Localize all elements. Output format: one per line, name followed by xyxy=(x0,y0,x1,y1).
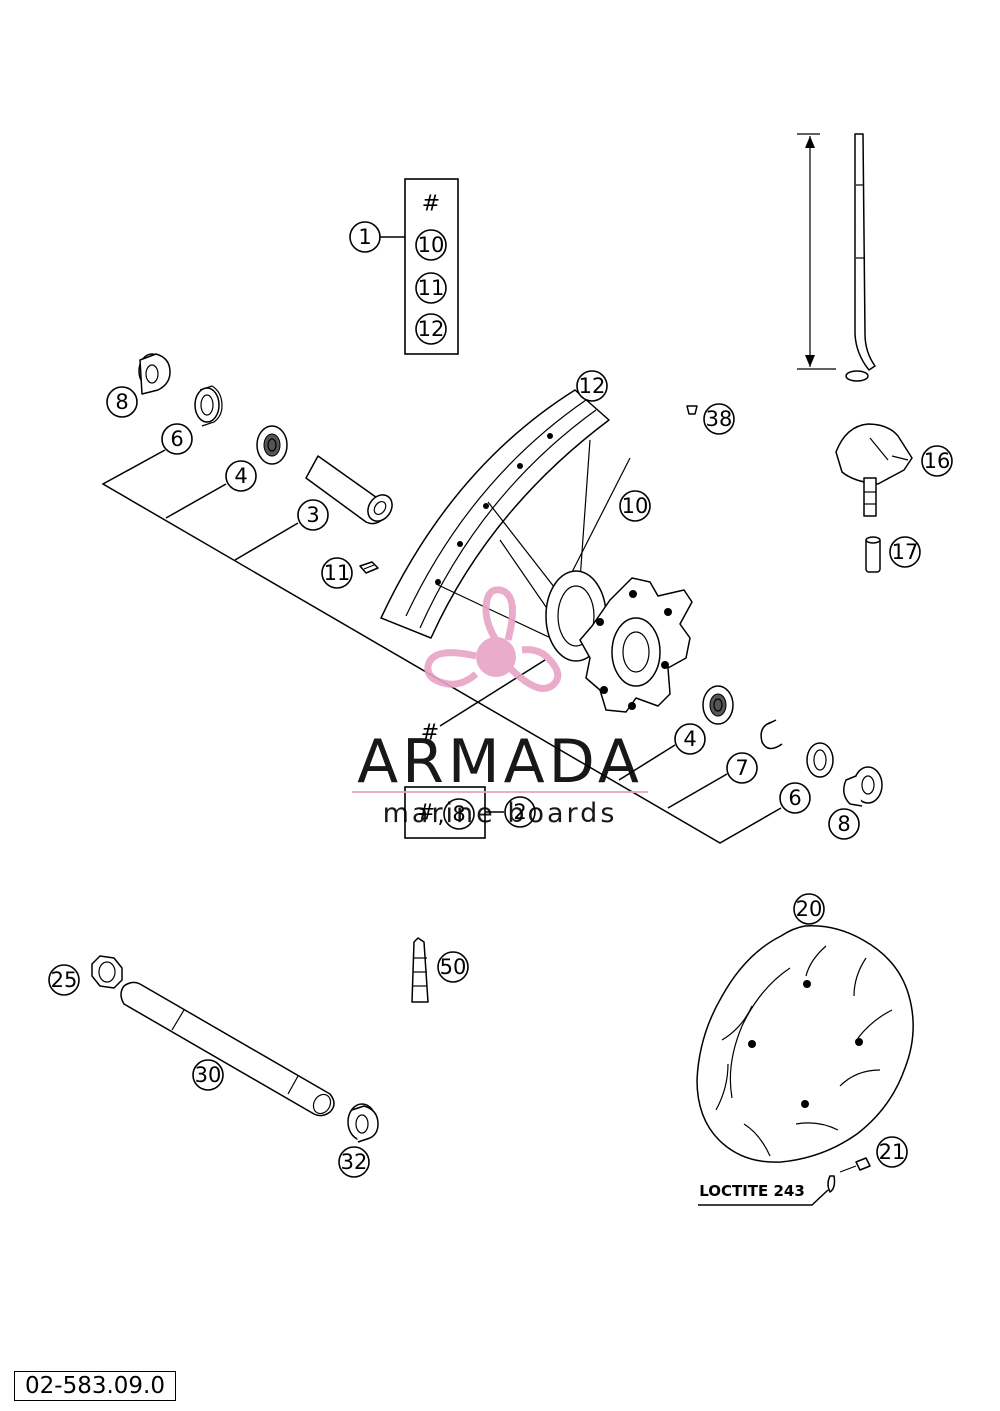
svg-text:16: 16 xyxy=(924,449,951,473)
svg-text:,: , xyxy=(438,804,445,829)
svg-text:11: 11 xyxy=(324,561,351,585)
kit-box-symbol: # xyxy=(422,192,440,217)
svg-text:2: 2 xyxy=(513,800,526,824)
watermark-brand: ARMADA xyxy=(357,727,643,797)
assembly-box-item: 8 xyxy=(452,802,465,826)
callout-32: 32 xyxy=(338,1146,370,1178)
callout-8-left: 8 xyxy=(106,386,138,418)
callout-30: 30 xyxy=(192,1059,224,1091)
svg-text:6: 6 xyxy=(170,427,183,451)
callout-4-left: 4 xyxy=(225,460,257,492)
callout-11: 11 xyxy=(321,557,353,589)
seal-cap-right xyxy=(843,766,883,807)
callout-2: 2 xyxy=(504,796,536,828)
callout-3: 3 xyxy=(297,499,329,531)
callout-20: 20 xyxy=(793,893,825,925)
svg-text:1: 1 xyxy=(358,225,371,249)
callout-6-right: 6 xyxy=(779,782,811,814)
svg-text:50: 50 xyxy=(440,955,467,979)
svg-text:7: 7 xyxy=(735,756,748,780)
kit-box-item-10: 10 xyxy=(418,233,445,257)
valve-insert xyxy=(865,536,881,573)
spoke xyxy=(797,133,876,382)
svg-text:38: 38 xyxy=(706,407,733,431)
svg-text:12: 12 xyxy=(579,374,606,398)
kit-box: # 10 11 12 xyxy=(404,178,459,355)
spoke-nipple xyxy=(359,561,379,574)
callout-7: 7 xyxy=(726,752,758,784)
svg-text:8: 8 xyxy=(115,390,128,414)
bearing-right xyxy=(702,685,734,725)
axle xyxy=(120,981,335,1117)
circlip xyxy=(760,719,783,750)
svg-text:25: 25 xyxy=(51,968,78,992)
seal-cap-left xyxy=(138,353,171,395)
wheel-hub xyxy=(545,570,693,713)
callout-21: 21 xyxy=(876,1136,908,1168)
callout-4-right: 4 xyxy=(674,723,706,755)
svg-text:20: 20 xyxy=(796,897,823,921)
disc-screw xyxy=(827,1157,871,1193)
plug xyxy=(686,405,698,415)
loctite-label: LOCTITE 243 xyxy=(699,1182,805,1200)
axle-spacer xyxy=(347,1103,379,1143)
axis-hash-symbol: # xyxy=(421,721,439,746)
watermark-logo: ARMADA marine boards xyxy=(352,586,648,829)
spacer-tube xyxy=(305,455,393,525)
watermark-tagline: marine boards xyxy=(383,798,618,829)
kit-box-item-11: 11 xyxy=(418,276,445,300)
callout-1: 1 xyxy=(349,221,381,253)
callout-6-left: 6 xyxy=(161,423,193,455)
assembly-box-symbol: # xyxy=(417,801,435,826)
svg-text:30: 30 xyxy=(195,1063,222,1087)
svg-text:10: 10 xyxy=(622,494,649,518)
callout-50: 50 xyxy=(437,951,469,983)
grease-tube xyxy=(411,937,429,1003)
seal-ring-left xyxy=(194,385,223,427)
kit-box-item-12: 12 xyxy=(418,317,445,341)
axis-leaders xyxy=(101,449,782,844)
svg-text:6: 6 xyxy=(788,786,801,810)
svg-text:4: 4 xyxy=(683,727,696,751)
brake-disc xyxy=(696,925,914,1163)
valve-cap xyxy=(835,423,913,517)
callout-17: 17 xyxy=(889,536,921,568)
svg-text:8: 8 xyxy=(837,812,850,836)
svg-text:32: 32 xyxy=(341,1150,368,1174)
rim-segment xyxy=(380,389,610,639)
callout-16: 16 xyxy=(921,445,953,477)
callout-8-right: 8 xyxy=(828,808,860,840)
callout-10: 10 xyxy=(619,490,651,522)
bearing-left xyxy=(256,425,288,465)
axle-nut xyxy=(91,955,123,989)
svg-text:3: 3 xyxy=(306,503,319,527)
callout-38: 38 xyxy=(703,403,735,435)
drawing-number: 02-583.09.0 xyxy=(14,1371,176,1401)
callout-25: 25 xyxy=(48,964,80,996)
callout-12: 12 xyxy=(576,370,608,402)
svg-text:4: 4 xyxy=(234,464,247,488)
svg-text:17: 17 xyxy=(892,540,919,564)
seal-ring-right xyxy=(806,742,834,778)
svg-text:21: 21 xyxy=(879,1140,906,1164)
assembly-box: # , 8 xyxy=(404,786,486,839)
